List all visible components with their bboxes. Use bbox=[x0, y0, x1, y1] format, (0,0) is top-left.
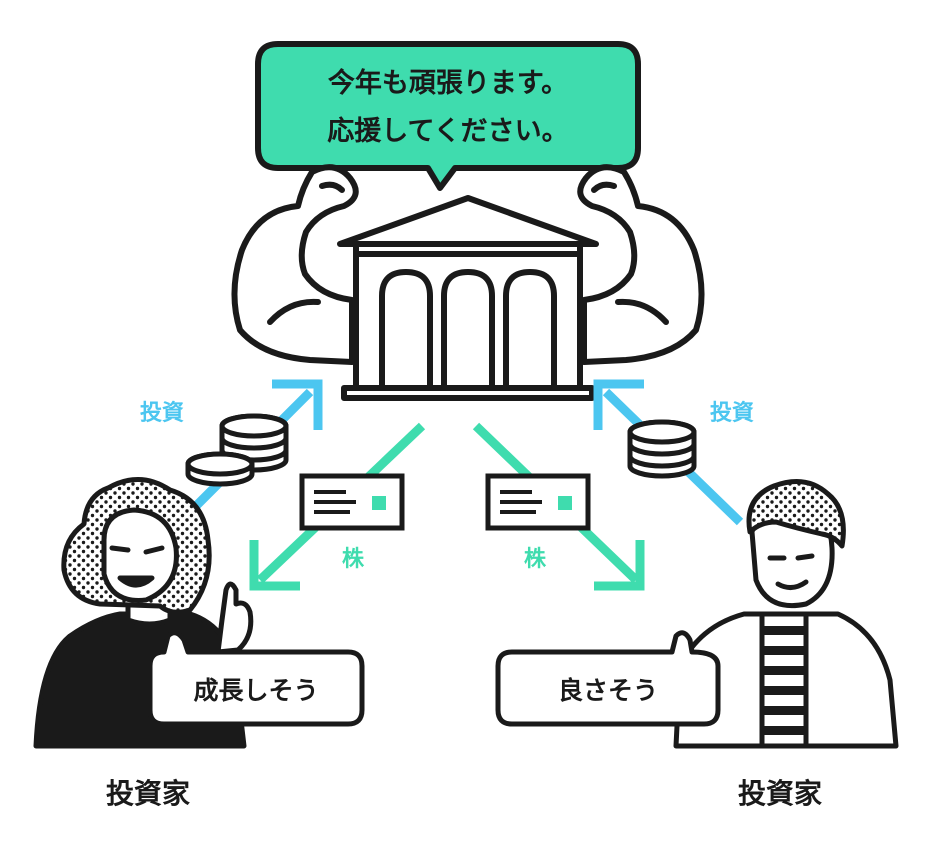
bubble-text-left: 成長しそう bbox=[193, 676, 318, 705]
company-speech-bubble: 今年も頑張ります。 応援してください。 bbox=[255, 41, 641, 191]
invest-label-left: 投資 bbox=[140, 400, 184, 426]
invest-label-right: 投資 bbox=[710, 400, 754, 426]
stock-certificate-icon bbox=[299, 473, 405, 531]
investor-label-right: 投資家 bbox=[738, 777, 822, 810]
speech-line-2: 応援してください。 bbox=[327, 115, 568, 147]
stock-label-right: 株 bbox=[524, 547, 547, 572]
coin-stack-icon bbox=[627, 419, 697, 479]
speech-line-1: 今年も頑張ります。 bbox=[328, 67, 568, 99]
stock-certificate-icon bbox=[485, 473, 591, 531]
investor-right-speech-bubble: 良さそう bbox=[495, 630, 721, 727]
stock-label-left: 株 bbox=[342, 547, 365, 572]
bank-building-icon bbox=[337, 195, 599, 401]
coin-stack-icon bbox=[185, 413, 289, 487]
bubble-text-right: 良さそう bbox=[558, 676, 658, 705]
muscle-arms-icon bbox=[231, 164, 705, 365]
investor-label-left: 投資家 bbox=[106, 777, 190, 810]
investor-left-speech-bubble: 成長しそう bbox=[147, 630, 365, 727]
